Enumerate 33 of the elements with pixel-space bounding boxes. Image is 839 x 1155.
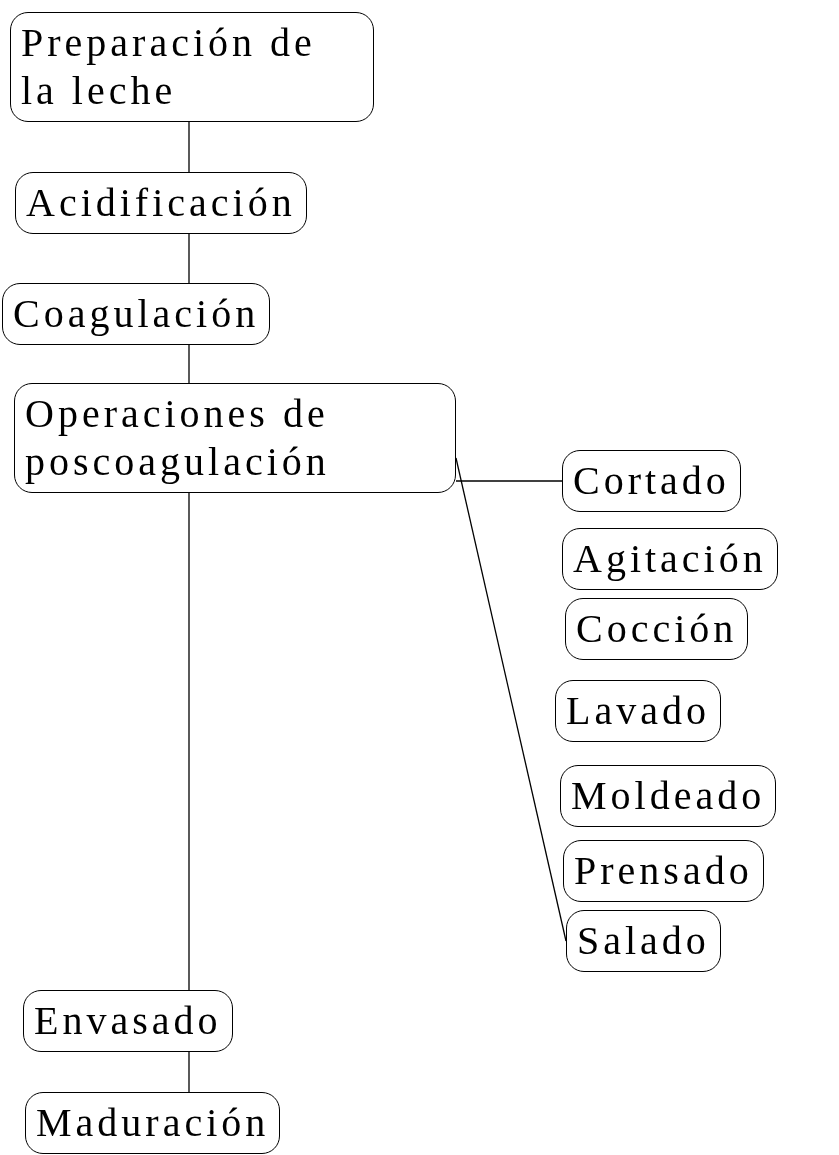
connector-line	[188, 233, 190, 284]
process-box	[563, 840, 764, 902]
process-box	[565, 598, 749, 660]
connector-line	[188, 344, 190, 384]
process-box	[562, 528, 778, 590]
connector-line	[188, 492, 190, 991]
step-label: Preparación de la leche	[21, 19, 317, 115]
step-label: Operaciones de poscoagulación	[25, 390, 331, 486]
step-label: Agitación	[573, 535, 767, 583]
step-label: Cortado	[573, 457, 730, 505]
process-box	[15, 172, 307, 234]
connector-line	[455, 480, 563, 482]
step-label: Envasado	[34, 997, 222, 1045]
connector-line	[188, 1051, 190, 1093]
process-box	[25, 1092, 281, 1154]
process-box	[566, 910, 721, 972]
process-box	[555, 680, 721, 742]
step-label: Acidificación	[26, 179, 296, 227]
step-label: Cocción	[576, 605, 738, 653]
step-label: Prensado	[574, 847, 753, 895]
step-label: Maduración	[36, 1099, 270, 1147]
step-label: Moldeado	[571, 772, 766, 820]
process-box	[562, 450, 741, 512]
process-box	[14, 383, 456, 493]
step-label: Lavado	[566, 687, 710, 735]
process-box	[10, 12, 374, 122]
connector-line	[455, 457, 567, 942]
process-box	[2, 283, 271, 345]
connector-line	[188, 121, 190, 173]
step-label: Salado	[577, 917, 710, 965]
step-label: Coagulación	[13, 290, 260, 338]
process-box	[560, 765, 777, 827]
process-box	[23, 990, 233, 1052]
